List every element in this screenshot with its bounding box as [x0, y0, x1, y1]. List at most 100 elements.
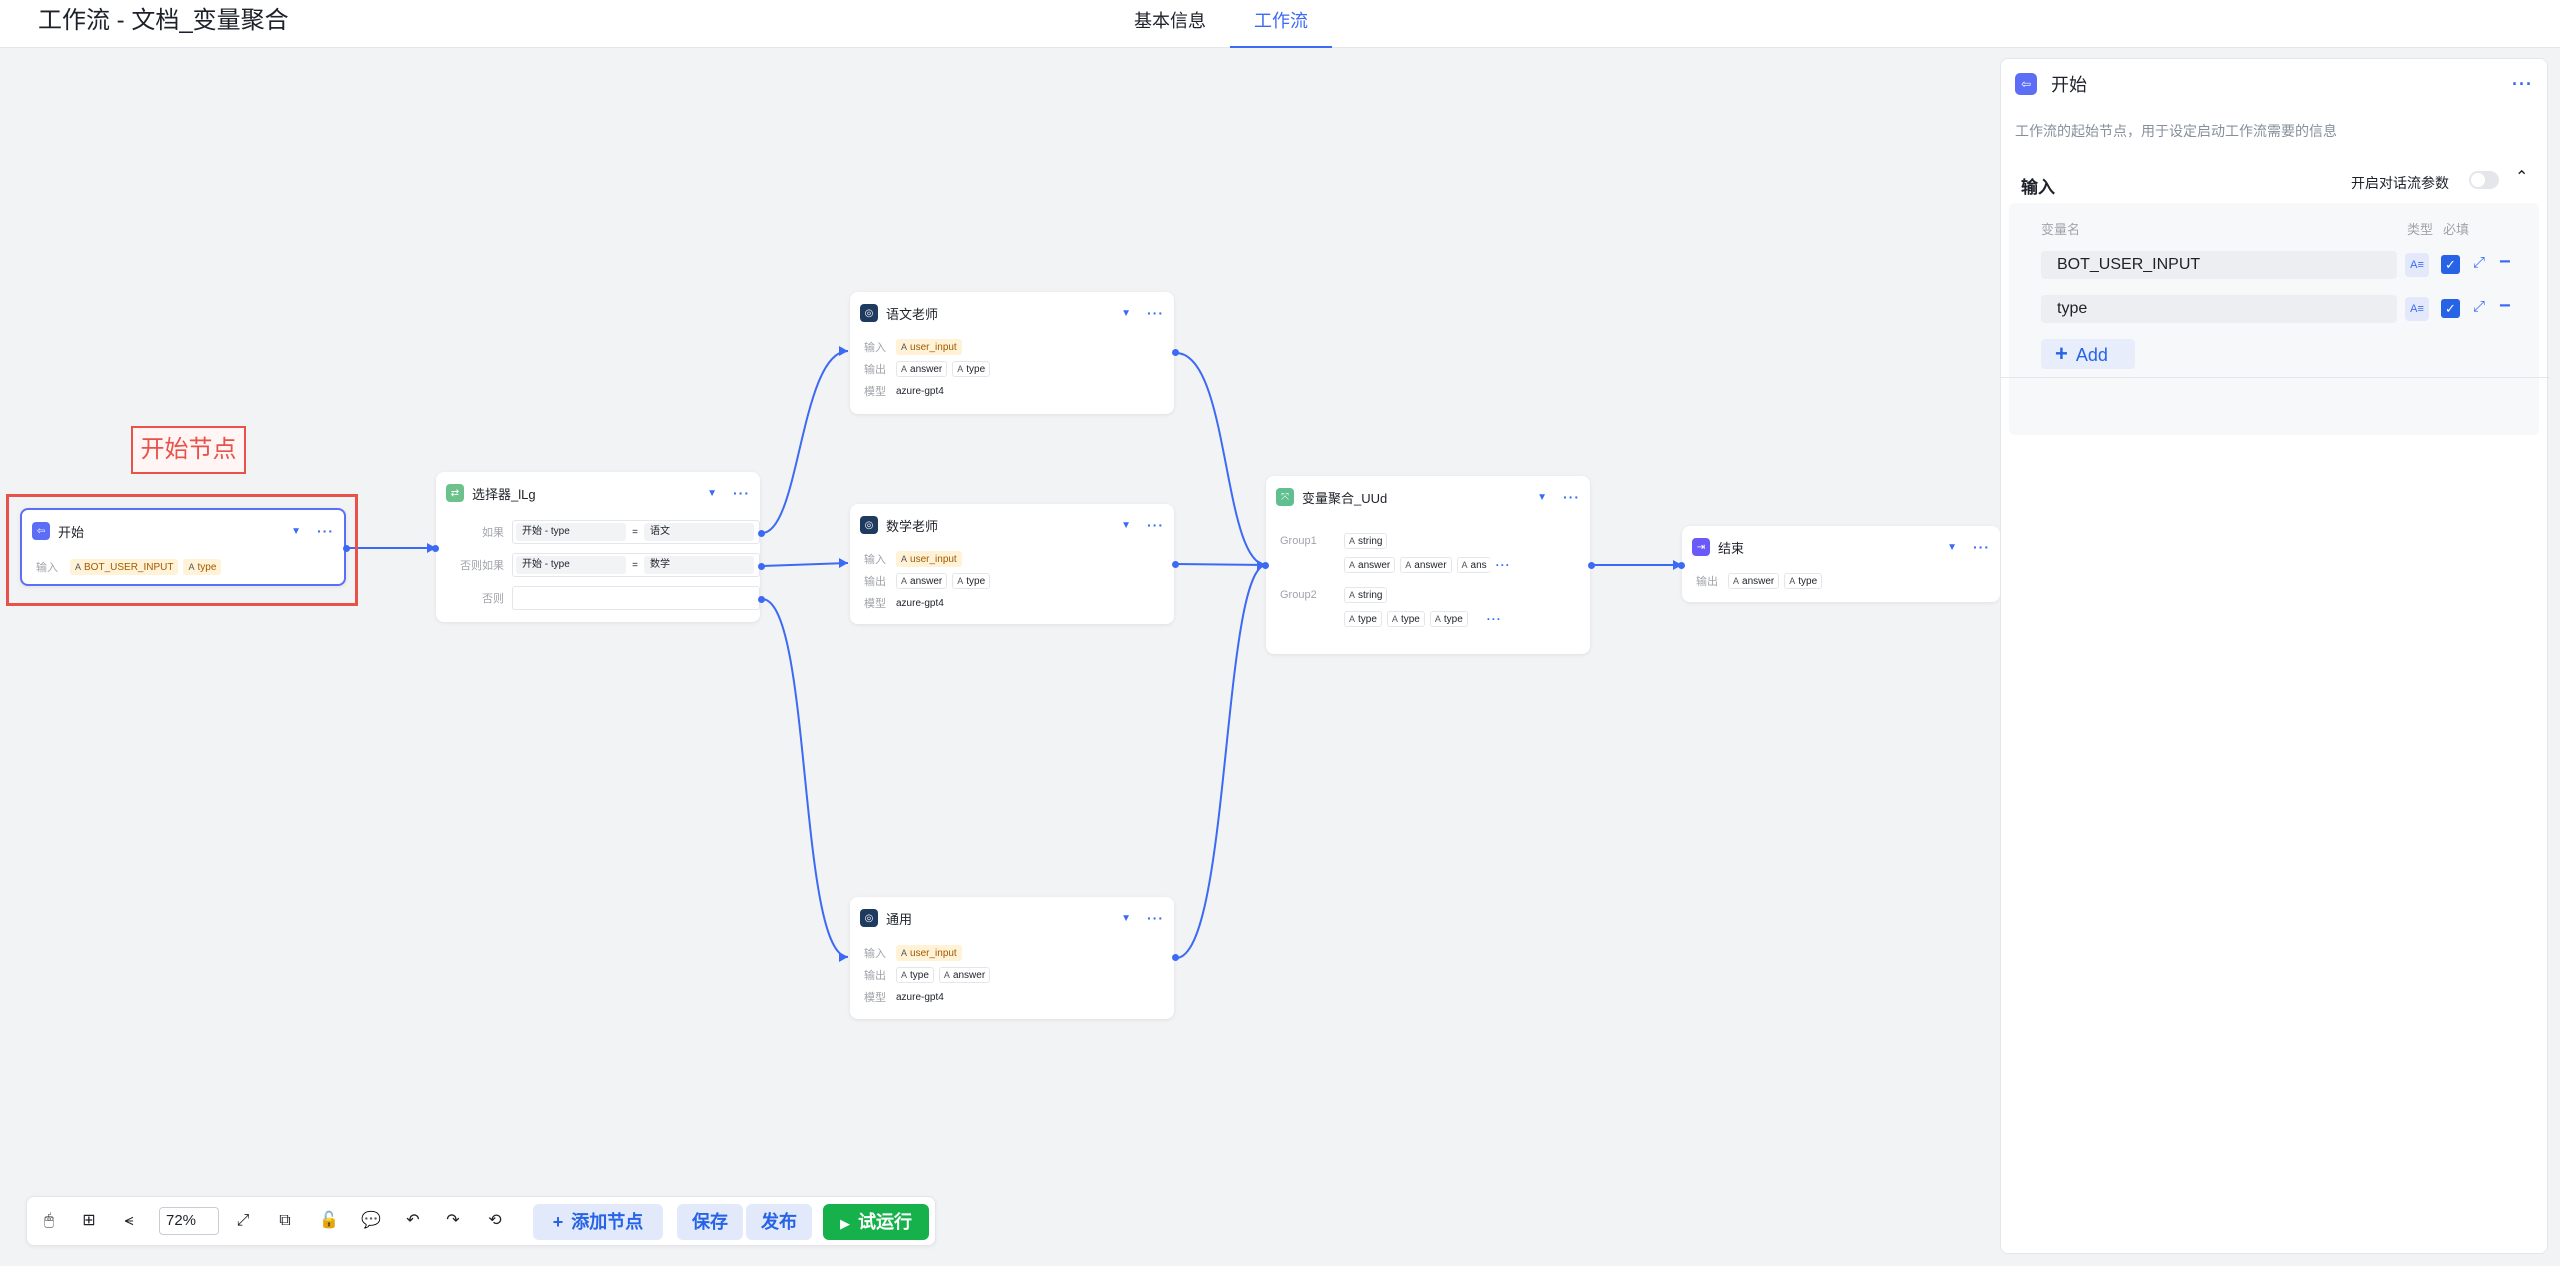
output-port[interactable] [1172, 349, 1179, 356]
more-icon[interactable]: ··· [1973, 539, 1990, 555]
chevron-down-icon[interactable]: ▼ [1537, 491, 1547, 503]
comment-icon[interactable]: 💬 [361, 1212, 381, 1229]
row-label: 模型 [864, 992, 886, 1004]
condition-right[interactable]: 语文 [644, 523, 754, 541]
expand-icon[interactable]: ⤢ [2473, 254, 2486, 271]
divider [2001, 377, 2549, 378]
condition-operator[interactable]: = [632, 559, 638, 571]
chevron-down-icon[interactable]: ▼ [1121, 519, 1131, 531]
tab-workflow[interactable]: 工作流 [1230, 0, 1332, 48]
input-port[interactable] [1678, 562, 1685, 569]
more-icon[interactable]: ··· [733, 485, 750, 501]
more-icon[interactable]: ··· [1495, 558, 1511, 572]
row-label: 否则如果 [460, 560, 504, 572]
input-port[interactable] [1262, 562, 1269, 569]
condition-left[interactable]: 开始 - type [516, 556, 626, 574]
undo-icon[interactable]: ↶ [406, 1212, 420, 1229]
llm-icon: ◎ [860, 304, 878, 322]
mouse-icon[interactable]: 🖱 [44, 1212, 54, 1229]
column-header-name: 变量名 [2041, 222, 2081, 237]
node-model-row: 模型 azure-gpt4 [864, 382, 944, 400]
more-icon[interactable]: ··· [1563, 489, 1580, 505]
required-checkbox[interactable]: ✓ [2441, 255, 2460, 274]
workflow-canvas[interactable] [0, 48, 2000, 1266]
more-icon[interactable]: ··· [1147, 305, 1164, 321]
condition-left[interactable]: 开始 - type [516, 523, 626, 541]
required-checkbox[interactable]: ✓ [2441, 299, 2460, 318]
minimap-icon[interactable]: ⊞ [82, 1212, 96, 1229]
row-label: Group2 [1280, 589, 1317, 601]
variable-name-field[interactable]: type [2041, 295, 2397, 323]
node-header: ⇥ 结束 ▼ ··· [1692, 536, 1990, 558]
row-label: 输出 [864, 364, 886, 376]
more-icon[interactable]: ··· [2512, 73, 2533, 94]
zoom-level[interactable]: 72% [159, 1207, 219, 1235]
more-icon[interactable]: ··· [1486, 612, 1502, 626]
add-node-button[interactable]: +添加节点 [533, 1204, 663, 1240]
remove-icon[interactable]: − [2499, 295, 2511, 317]
chevron-down-icon[interactable]: ▼ [1121, 912, 1131, 924]
chevron-down-icon[interactable]: ▼ [1947, 541, 1957, 553]
type-text-icon[interactable]: A≡ [2405, 253, 2429, 277]
more-icon[interactable]: ··· [1147, 910, 1164, 926]
column-header-required: 必填 [2443, 222, 2470, 237]
output-port[interactable] [1588, 562, 1595, 569]
chevron-down-icon[interactable]: ▼ [707, 487, 717, 499]
output-port[interactable] [758, 530, 765, 537]
more-icon[interactable]: ··· [317, 523, 334, 539]
save-button[interactable]: 保存 [677, 1204, 743, 1240]
output-port[interactable] [758, 596, 765, 603]
condition-box[interactable]: 开始 - type = 语文 [512, 520, 760, 544]
node-model-row: 模型 azure-gpt4 [864, 594, 944, 612]
fit-view-icon[interactable]: ⤢ [236, 1212, 250, 1229]
plus-icon: + [552, 1212, 564, 1232]
condition-operator[interactable]: = [632, 526, 638, 538]
output-port[interactable] [758, 563, 765, 570]
more-icon[interactable]: ··· [1147, 517, 1164, 533]
condition-box[interactable]: 开始 - type = 数学 [512, 553, 760, 577]
tab-basic-info[interactable]: 基本信息 [1134, 11, 1206, 31]
chevron-up-icon[interactable]: ⌃ [2515, 169, 2529, 186]
add-variable-button[interactable]: +Add [2041, 339, 2135, 369]
panel-description: 工作流的起始节点，用于设定启动工作流需要的信息 [2015, 123, 2337, 139]
node-header: ⤧ 变量聚合_UUd ▼ ··· [1276, 486, 1580, 508]
condition-right[interactable]: 数学 [644, 556, 754, 574]
publish-button[interactable]: 发布 [746, 1204, 812, 1240]
type-text-icon[interactable]: A≡ [2405, 297, 2429, 321]
input-port[interactable] [432, 545, 439, 552]
type-tag: A [1461, 560, 1468, 570]
chevron-down-icon[interactable]: ▼ [1121, 307, 1131, 319]
output-port[interactable] [1172, 954, 1179, 961]
test-run-button[interactable]: ▶试运行 [823, 1204, 929, 1240]
row-label: 输出 [1696, 576, 1718, 588]
header: 工作流 - 文档_变量聚合 基本信息 工作流 [0, 0, 2560, 48]
variable-row: BOT_USER_INPUT A≡ ✓ ⤢ − [2041, 251, 2541, 279]
variable-name-field[interactable]: BOT_USER_INPUT [2041, 251, 2397, 279]
layout-icon[interactable]: ⪪ [124, 1212, 134, 1229]
type-tag: A [957, 364, 964, 374]
type-tag: A [1789, 576, 1796, 586]
screenshot-icon[interactable]: ⧉ [279, 1212, 291, 1229]
history-icon[interactable]: ⟲ [488, 1212, 502, 1229]
expand-icon[interactable]: ⤢ [2473, 298, 2486, 315]
remove-icon[interactable]: − [2499, 251, 2511, 273]
redo-icon[interactable]: ↷ [446, 1212, 460, 1229]
unlock-icon[interactable]: 🔓 [319, 1212, 339, 1229]
output-port[interactable] [343, 545, 350, 552]
condition-box-empty[interactable] [512, 586, 760, 610]
output-port[interactable] [1172, 561, 1179, 568]
chatflow-params-toggle[interactable] [2469, 171, 2499, 189]
node-selector[interactable]: ⇄ 选择器_lLg ▼ ··· 如果 开始 - type = 语文 否则如果 开… [436, 472, 760, 622]
chevron-down-icon[interactable]: ▼ [291, 525, 301, 537]
